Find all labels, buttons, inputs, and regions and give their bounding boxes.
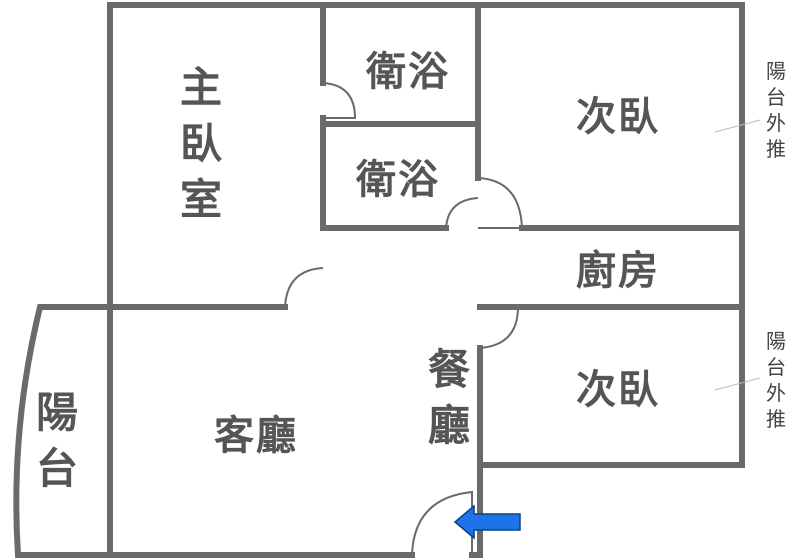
walls [13,2,745,558]
label-bedroom-top: 次臥 [576,94,660,140]
door-master [284,267,324,308]
annotation-balcony-extended-top: 陽 台 外 推 [766,59,786,161]
label-bathroom-mid: 衛浴 [356,157,440,203]
annotation-balcony-extended-bottom: 陽 台 外 推 [766,329,786,431]
label-dining: 餐 廳 [427,345,470,450]
door-master-bath [322,82,357,119]
label-balcony: 陽 台 [35,388,78,493]
annotation-leaders [714,119,761,391]
door-bedroom-bottom [479,306,520,349]
label-bathroom-top: 衛浴 [366,49,450,95]
doors [284,82,524,556]
door-bath-mid [477,177,524,229]
door-bath-mid-2 [445,197,479,229]
label-kitchen: 廚房 [576,248,660,294]
label-bedroom-bottom: 次臥 [576,367,660,413]
label-master-bedroom: 主 臥 室 [179,63,222,224]
label-living-room: 客廳 [214,413,298,459]
door-entrance [411,490,473,556]
left-arrow-icon [453,504,521,540]
